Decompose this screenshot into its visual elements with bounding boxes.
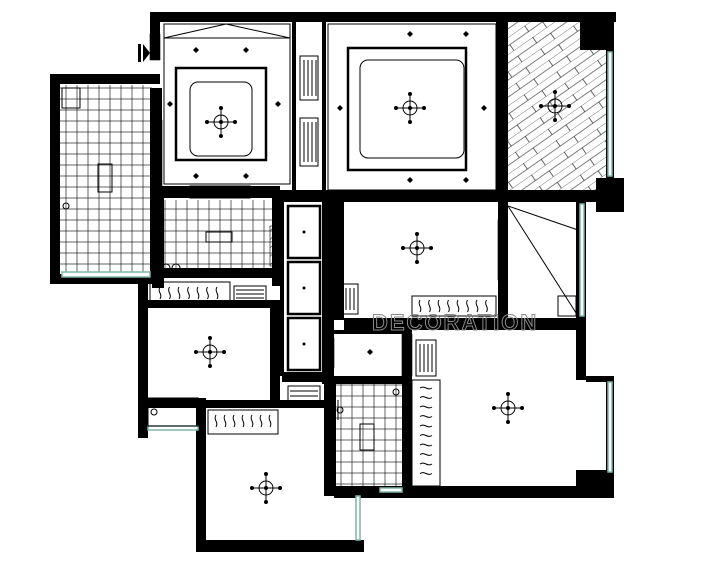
hanger-icon (268, 414, 272, 428)
arrow-right-icon (138, 44, 150, 62)
hanger-icon (177, 286, 181, 300)
spotlight-icon (167, 101, 173, 107)
hanger-icon (215, 286, 219, 300)
study-wood-floor (508, 22, 606, 194)
corridor-cabinets (286, 204, 322, 372)
hanger-icon (419, 472, 433, 475)
window-balcony (61, 271, 151, 278)
hanger-icon (419, 453, 433, 456)
dining-room-ceiling (327, 23, 497, 191)
spotlight-icon (243, 47, 249, 53)
spotlight-icon (337, 105, 343, 111)
hatched-walls (149, 33, 507, 377)
balcony-left-tiles (60, 85, 152, 273)
hanger-icon (241, 414, 245, 428)
air-vents (233, 55, 437, 407)
window-middle-room (579, 203, 585, 317)
hanger-icon (214, 414, 218, 428)
ceiling-light-icon (400, 231, 434, 265)
hanger-icon (259, 414, 263, 428)
watermark-text: DECORATION (372, 310, 538, 335)
hanger-icon (419, 405, 433, 409)
window-study (607, 51, 613, 177)
hanger-icon (168, 286, 171, 300)
hanger-icon (419, 386, 433, 390)
spotlight-icon (193, 173, 199, 179)
hanger-icon (232, 414, 236, 428)
hanger-icon (419, 424, 433, 428)
hanger-icon (419, 462, 433, 466)
spotlight-icon (463, 31, 469, 37)
spotlight-icon (243, 173, 249, 179)
ceiling-light-icon (393, 91, 427, 125)
hanger-icon (187, 286, 190, 300)
hanger-icon (419, 396, 433, 399)
spotlight-icon (407, 31, 413, 37)
spotlight-icon (481, 105, 487, 111)
hanger-icon (419, 443, 433, 447)
ceiling-light-icon (193, 335, 227, 369)
ceiling-light-icon (204, 105, 238, 139)
bathroom-top-tiles (163, 200, 275, 270)
bathroom-bottom-tiles (335, 384, 405, 488)
hanger-icon (196, 286, 200, 300)
hanger-icon (250, 414, 254, 428)
spotlight-icon (193, 47, 199, 53)
hanger-icon (158, 286, 162, 300)
ceiling-light-icon (249, 471, 283, 505)
window-left-bedroom (147, 425, 199, 431)
spotlight-icon (407, 177, 413, 183)
hanger-icon (206, 286, 209, 300)
window-master (607, 381, 613, 473)
wardrobe-hangers (158, 286, 488, 475)
hanger-icon (419, 434, 433, 437)
window-bath (379, 487, 403, 493)
spotlight-icon (275, 101, 281, 107)
hanger-icon (223, 414, 227, 428)
ceiling-light-icon (491, 391, 525, 425)
floor-fills (60, 22, 606, 488)
window-bottom-bedroom (355, 495, 361, 541)
hanger-icon (419, 415, 433, 418)
spotlight-icon (367, 349, 373, 355)
ceiling-spotlights (167, 31, 487, 355)
spotlight-icon (463, 177, 469, 183)
middle-room (411, 205, 579, 317)
wardrobes (149, 281, 441, 487)
living-room-ceiling (163, 23, 291, 199)
windows (61, 51, 613, 541)
room-details (61, 87, 400, 451)
